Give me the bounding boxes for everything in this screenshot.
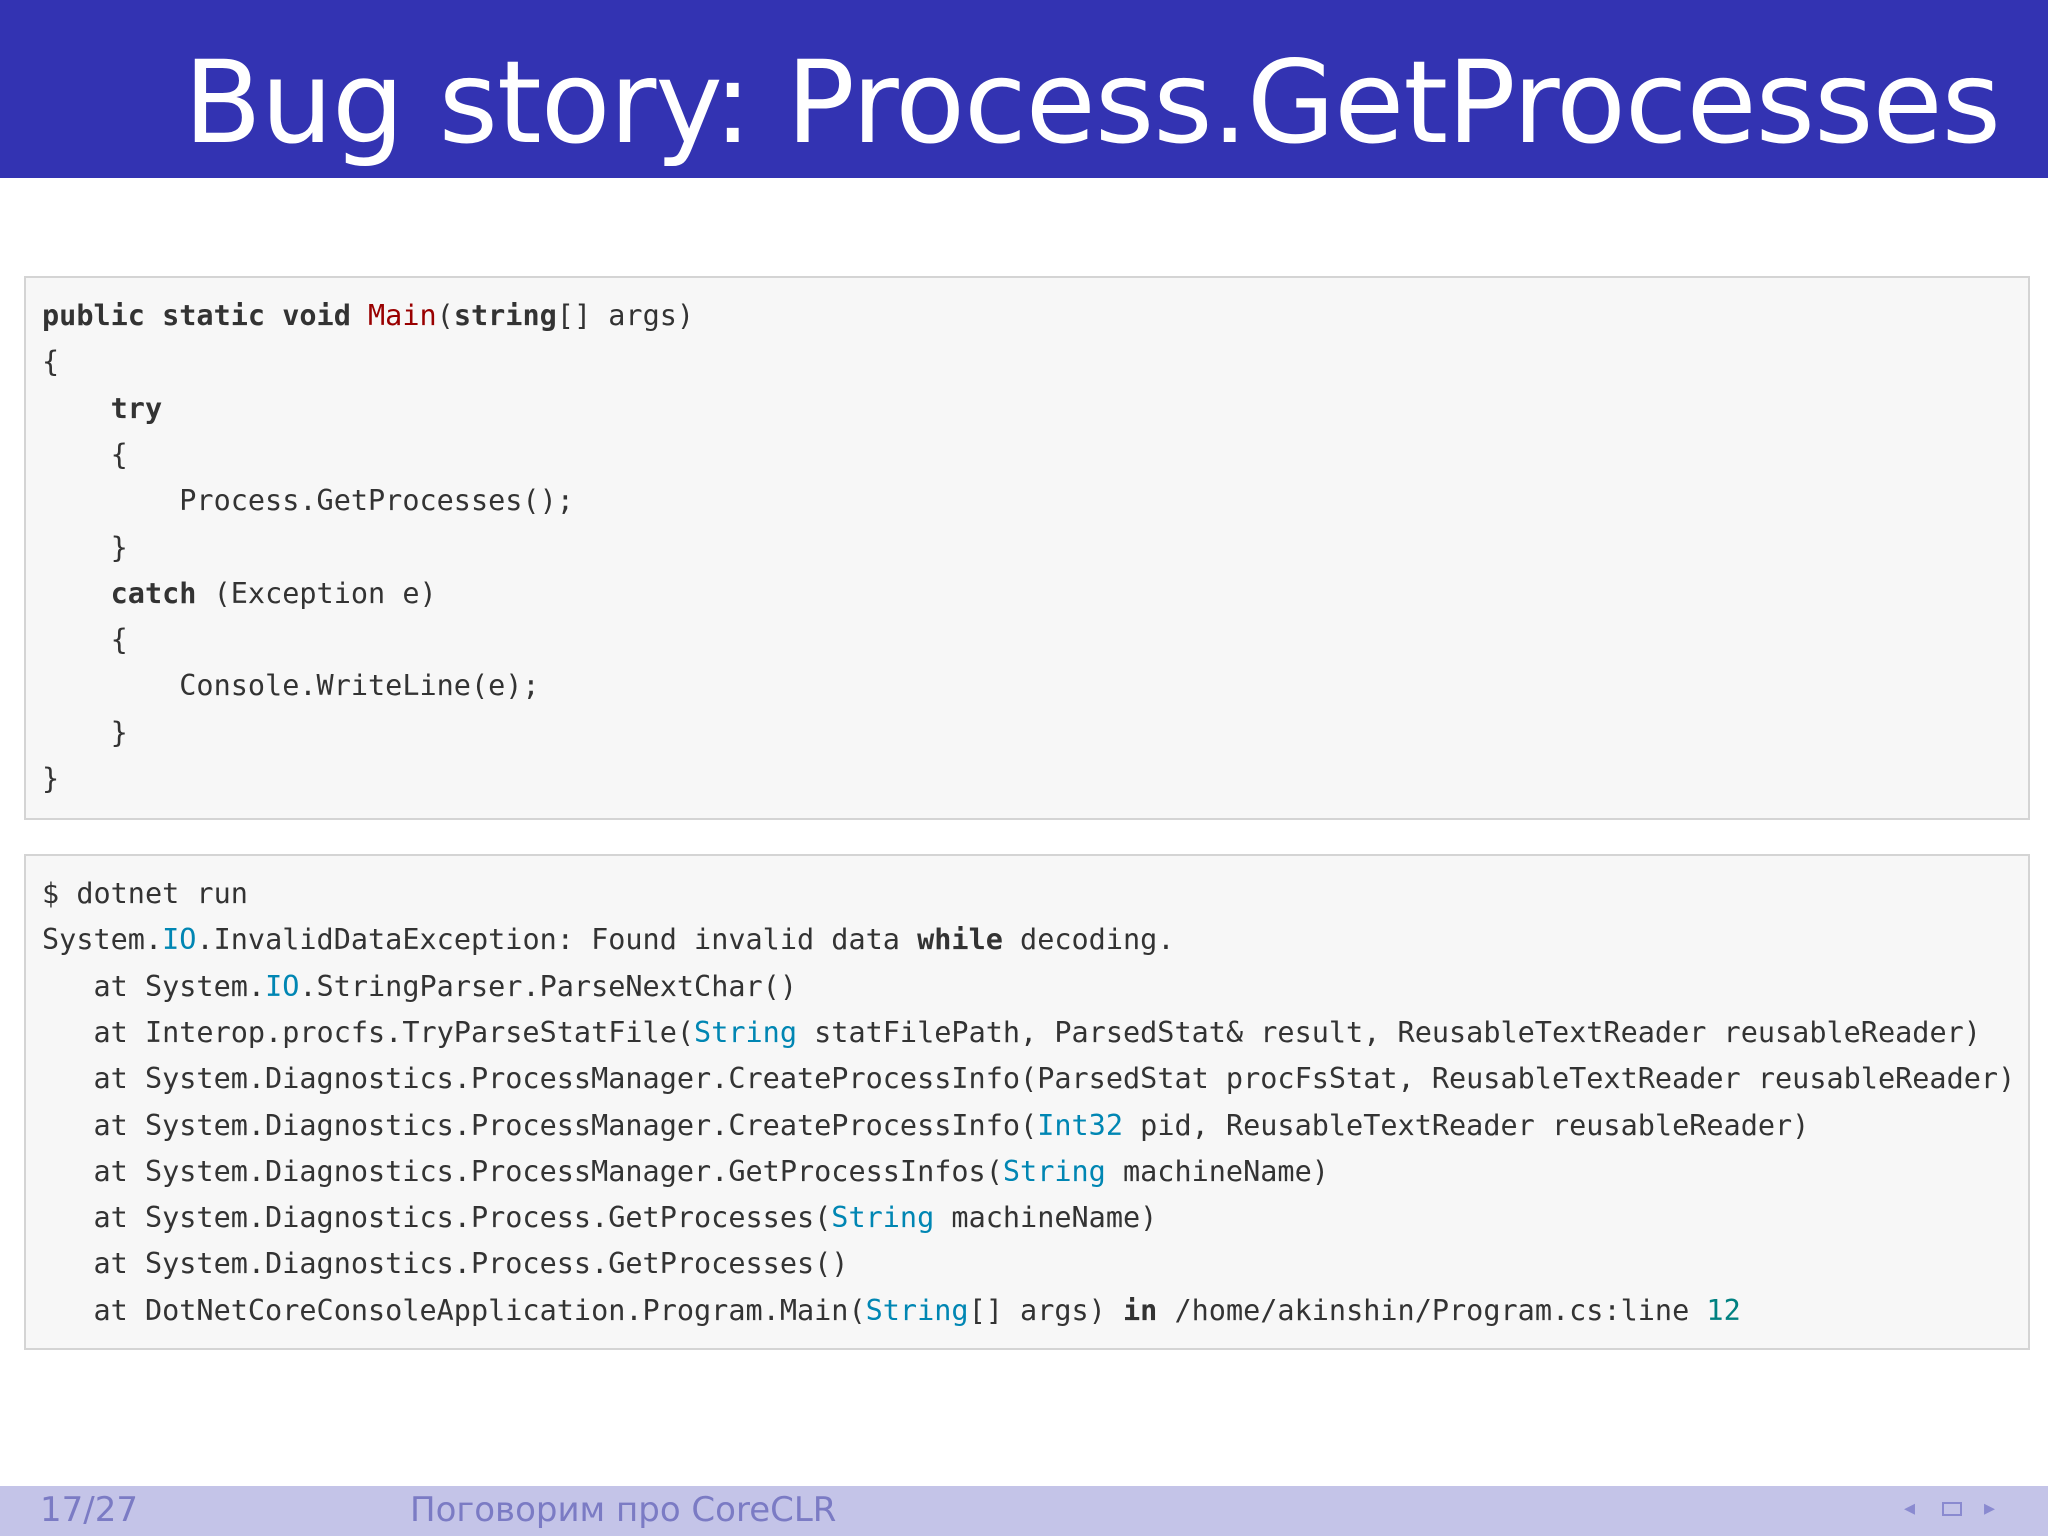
- output-token: at Interop.procfs.TryParseStatFile(: [42, 1015, 695, 1049]
- code-token: try: [110, 391, 163, 425]
- code-token: (Exception e): [196, 576, 437, 610]
- page-number: 17/27: [40, 1490, 138, 1530]
- code-line: public static void Main(string[] args): [42, 296, 694, 336]
- nav-next-icon[interactable]: ▸: [1984, 1496, 1996, 1521]
- code-token: Process.GetProcesses();: [42, 484, 574, 518]
- slide-header: Bug story: Process.GetProcesses: [0, 0, 2048, 178]
- code-token: (: [436, 299, 454, 332]
- output-line: at System.Diagnostics.Process.GetProcess…: [42, 1244, 848, 1284]
- output-line: $ dotnet run: [42, 874, 248, 914]
- code-token: catch: [110, 576, 197, 610]
- code-line: }: [42, 759, 59, 799]
- source-code-block: public static void Main(string[] args){ …: [24, 276, 2030, 820]
- output-token: $ dotnet run: [42, 877, 248, 910]
- output-line: at System.IO.StringParser.ParseNextChar(…: [42, 967, 797, 1007]
- output-token: String: [694, 1015, 797, 1049]
- output-token: pid, ReusableTextReader reusableReader): [1123, 1108, 1810, 1142]
- code-line: {: [42, 342, 59, 382]
- code-line: {: [42, 620, 128, 660]
- code-token: [] args): [556, 299, 695, 332]
- output-line: at System.Diagnostics.ProcessManager.Cre…: [42, 1106, 1809, 1146]
- output-token: at DotNetCoreConsoleApplication.Program.…: [42, 1293, 866, 1327]
- output-token: .InvalidDataException: Found invalid dat…: [196, 923, 918, 957]
- output-line: System.IO.InvalidDataException: Found in…: [42, 920, 1174, 960]
- output-token: String: [831, 1201, 935, 1235]
- output-token: Int32: [1037, 1108, 1123, 1142]
- nav-prev-icon[interactable]: ◂: [1904, 1496, 1916, 1521]
- output-token: String: [865, 1293, 969, 1327]
- code-token: }: [42, 762, 60, 795]
- output-token: IO: [162, 923, 197, 957]
- slide-footer: 17/27 Поговорим про CoreCLR ◂ ▸: [0, 1486, 2048, 1536]
- output-line: at System.Diagnostics.Process.GetProcess…: [42, 1198, 1157, 1238]
- output-token: at System.Diagnostics.Process.GetProcess…: [42, 1201, 832, 1235]
- code-token: [42, 392, 111, 425]
- code-token: {: [42, 623, 128, 657]
- code-token: {: [42, 437, 128, 471]
- code-token: Console.WriteLine(e);: [42, 669, 540, 703]
- code-token: [42, 577, 111, 610]
- output-token: 12: [1706, 1293, 1741, 1327]
- code-token: Main: [368, 299, 437, 332]
- output-token: [] args): [968, 1293, 1123, 1327]
- output-token: at System.Diagnostics.ProcessManager.Cre…: [42, 1062, 2016, 1096]
- output-token: at System.: [42, 969, 266, 1003]
- code-line: catch (Exception e): [42, 574, 437, 614]
- code-line: {: [42, 435, 128, 475]
- output-token: at System.Diagnostics.Process.GetProcess…: [42, 1247, 849, 1281]
- output-token: .StringParser.ParseNextChar(): [299, 969, 797, 1003]
- code-token: public static void: [42, 299, 369, 332]
- output-line: at System.Diagnostics.ProcessManager.Get…: [42, 1152, 1329, 1192]
- nav-frame-icon[interactable]: [1942, 1502, 1962, 1516]
- code-line: Process.GetProcesses();: [42, 481, 574, 521]
- output-token: at System.Diagnostics.ProcessManager.Get…: [42, 1154, 1003, 1188]
- code-token: {: [42, 345, 60, 379]
- output-token: statFilePath, ParsedStat& result, Reusab…: [796, 1015, 1981, 1049]
- code-line: try: [42, 389, 162, 429]
- output-token: machineName): [934, 1201, 1158, 1235]
- output-token: System.: [42, 923, 163, 957]
- output-line: at Interop.procfs.TryParseStatFile(Strin…: [42, 1013, 1981, 1053]
- code-token: string: [453, 299, 557, 332]
- output-line: at System.Diagnostics.ProcessManager.Cre…: [42, 1059, 2015, 1099]
- output-token: String: [1002, 1154, 1106, 1188]
- code-line: }: [42, 713, 128, 753]
- output-token: decoding.: [1002, 923, 1175, 957]
- slide-title: Bug story: Process.GetProcesses: [183, 36, 2001, 169]
- code-token: }: [42, 530, 128, 564]
- presentation-title: Поговорим про CoreCLR: [410, 1490, 837, 1530]
- code-line: }: [42, 528, 128, 568]
- output-line: at DotNetCoreConsoleApplication.Program.…: [42, 1291, 1741, 1331]
- output-token: /home/akinshin/Program.cs:line: [1157, 1293, 1707, 1327]
- code-line: Console.WriteLine(e);: [42, 666, 540, 706]
- output-token: at System.Diagnostics.ProcessManager.Cre…: [42, 1108, 1038, 1142]
- output-token: machineName): [1105, 1154, 1329, 1188]
- output-token: in: [1123, 1293, 1158, 1327]
- output-token: IO: [265, 969, 300, 1003]
- output-token: while: [917, 923, 1003, 957]
- code-token: }: [42, 715, 128, 749]
